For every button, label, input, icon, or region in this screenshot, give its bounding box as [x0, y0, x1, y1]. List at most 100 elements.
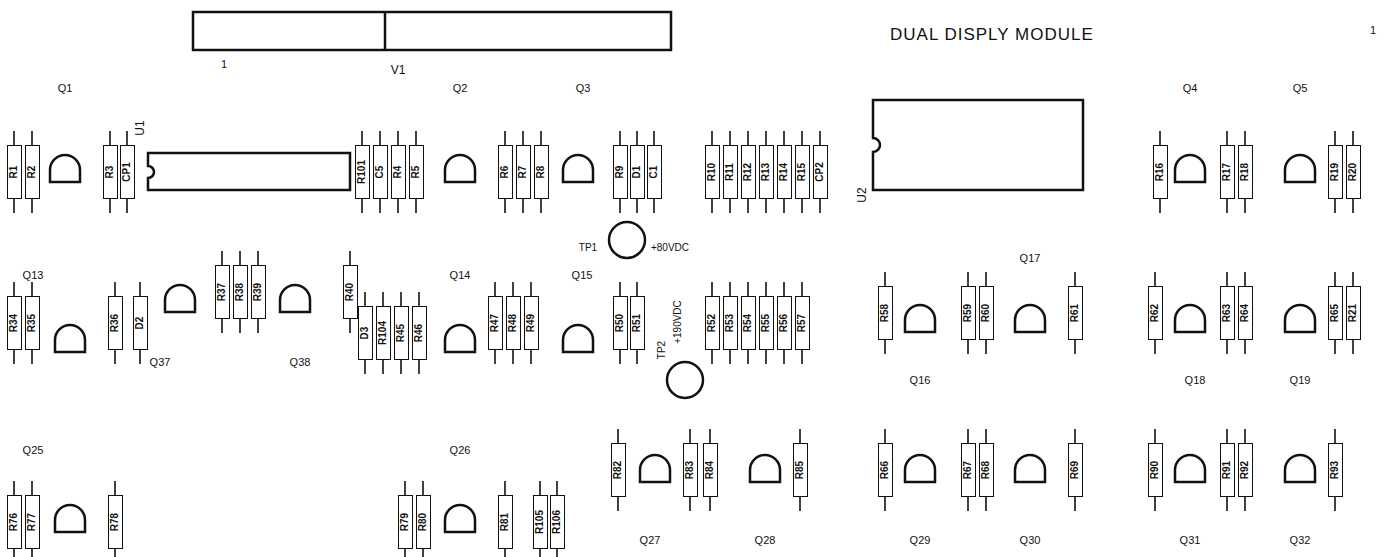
part-label: U1: [134, 119, 146, 136]
component-lead: [31, 199, 33, 213]
component-lead: [1226, 429, 1228, 443]
component-label: D1: [632, 166, 642, 179]
test-point: [609, 222, 645, 258]
component-body: R15: [795, 145, 810, 199]
part-label: Q4: [1182, 83, 1199, 94]
transistor-symbol: [1015, 305, 1045, 332]
component-body: R93: [1328, 443, 1343, 497]
part-label: Q13: [22, 270, 45, 281]
transistor-group: [50, 155, 1315, 532]
component-lead: [31, 131, 33, 145]
transistor-symbol: [445, 505, 475, 532]
component-body: R6: [498, 145, 513, 199]
component-label: R56: [779, 314, 789, 332]
component-body: R37: [215, 265, 230, 319]
part-label: Q19: [1289, 375, 1312, 386]
component-lead: [539, 481, 541, 495]
component-lead: [653, 131, 655, 145]
component-lead: [729, 282, 731, 296]
component-label: D3: [360, 327, 370, 340]
component-label: R13: [761, 163, 771, 181]
component-label: R53: [725, 314, 735, 332]
component-body: R68: [979, 443, 994, 497]
component-lead: [729, 131, 731, 145]
transistor-symbol: [1285, 455, 1315, 482]
component-label: R2: [27, 166, 37, 179]
component-lead: [729, 199, 731, 213]
component-lead: [799, 497, 801, 511]
component-lead: [819, 199, 821, 213]
component-lead: [404, 549, 406, 557]
part-label: TP1: [578, 243, 598, 253]
component-lead: [126, 199, 128, 213]
component-body: R61: [1068, 286, 1083, 340]
component-lead: [967, 340, 969, 354]
component-label: R40: [345, 283, 355, 301]
component-body: R62: [1148, 286, 1163, 340]
transistor-symbol: [1285, 305, 1315, 332]
connector-divider: [384, 12, 387, 50]
transistor-symbol: [165, 285, 195, 312]
part-label: Q27: [639, 535, 662, 546]
part-label: Q2: [452, 83, 469, 94]
component-lead: [400, 292, 402, 306]
component-lead: [114, 282, 116, 296]
component-lead: [1154, 272, 1156, 286]
component-label: R76: [9, 513, 19, 531]
component-lead: [1074, 340, 1076, 354]
component-body: D2: [133, 296, 148, 350]
component-lead: [13, 549, 15, 557]
component-label: R47: [490, 314, 500, 332]
component-label: R93: [1330, 461, 1340, 479]
component-lead: [257, 251, 259, 265]
part-label: Q26: [449, 445, 472, 456]
component-body: R66: [878, 443, 893, 497]
component-lead: [415, 131, 417, 145]
component-lead: [799, 429, 801, 443]
component-body: R65: [1328, 286, 1343, 340]
transistor-symbol: [280, 285, 310, 312]
part-label: Q31: [1179, 535, 1202, 546]
component-label: R78: [110, 513, 120, 531]
component-lead: [418, 292, 420, 306]
component-body: R54: [741, 296, 756, 350]
component-body: R36: [108, 296, 123, 350]
component-label: R60: [981, 304, 991, 322]
transistor-symbol: [905, 455, 935, 482]
component-lead: [1159, 131, 1161, 145]
component-lead: [415, 199, 417, 213]
component-lead: [494, 350, 496, 364]
component-lead: [783, 131, 785, 145]
component-lead: [114, 481, 116, 495]
component-body: R7: [516, 145, 531, 199]
component-lead: [522, 131, 524, 145]
component-label: R15: [797, 163, 807, 181]
component-lead: [653, 199, 655, 213]
component-body: R40: [343, 265, 358, 319]
component-body: R67: [961, 443, 976, 497]
component-lead: [364, 360, 366, 374]
component-body: R1: [7, 145, 22, 199]
component-lead: [985, 340, 987, 354]
component-body: R38: [233, 265, 248, 319]
transistor-symbol: [1175, 455, 1205, 482]
component-lead: [126, 131, 128, 145]
component-lead: [257, 319, 259, 333]
part-label: Q3: [575, 83, 592, 94]
component-lead: [747, 131, 749, 145]
component-label: R18: [1240, 163, 1250, 181]
component-lead: [729, 350, 731, 364]
component-label: R77: [27, 513, 37, 531]
component-body: R85: [793, 443, 808, 497]
component-body: R80: [416, 495, 431, 549]
component-lead: [1226, 497, 1228, 511]
component-lead: [801, 199, 803, 213]
component-label: R58: [880, 304, 890, 322]
component-lead: [801, 131, 803, 145]
component-lead: [530, 350, 532, 364]
component-lead: [747, 199, 749, 213]
component-lead: [31, 282, 33, 296]
component-lead: [504, 549, 506, 557]
pin-label: 1: [220, 59, 228, 70]
